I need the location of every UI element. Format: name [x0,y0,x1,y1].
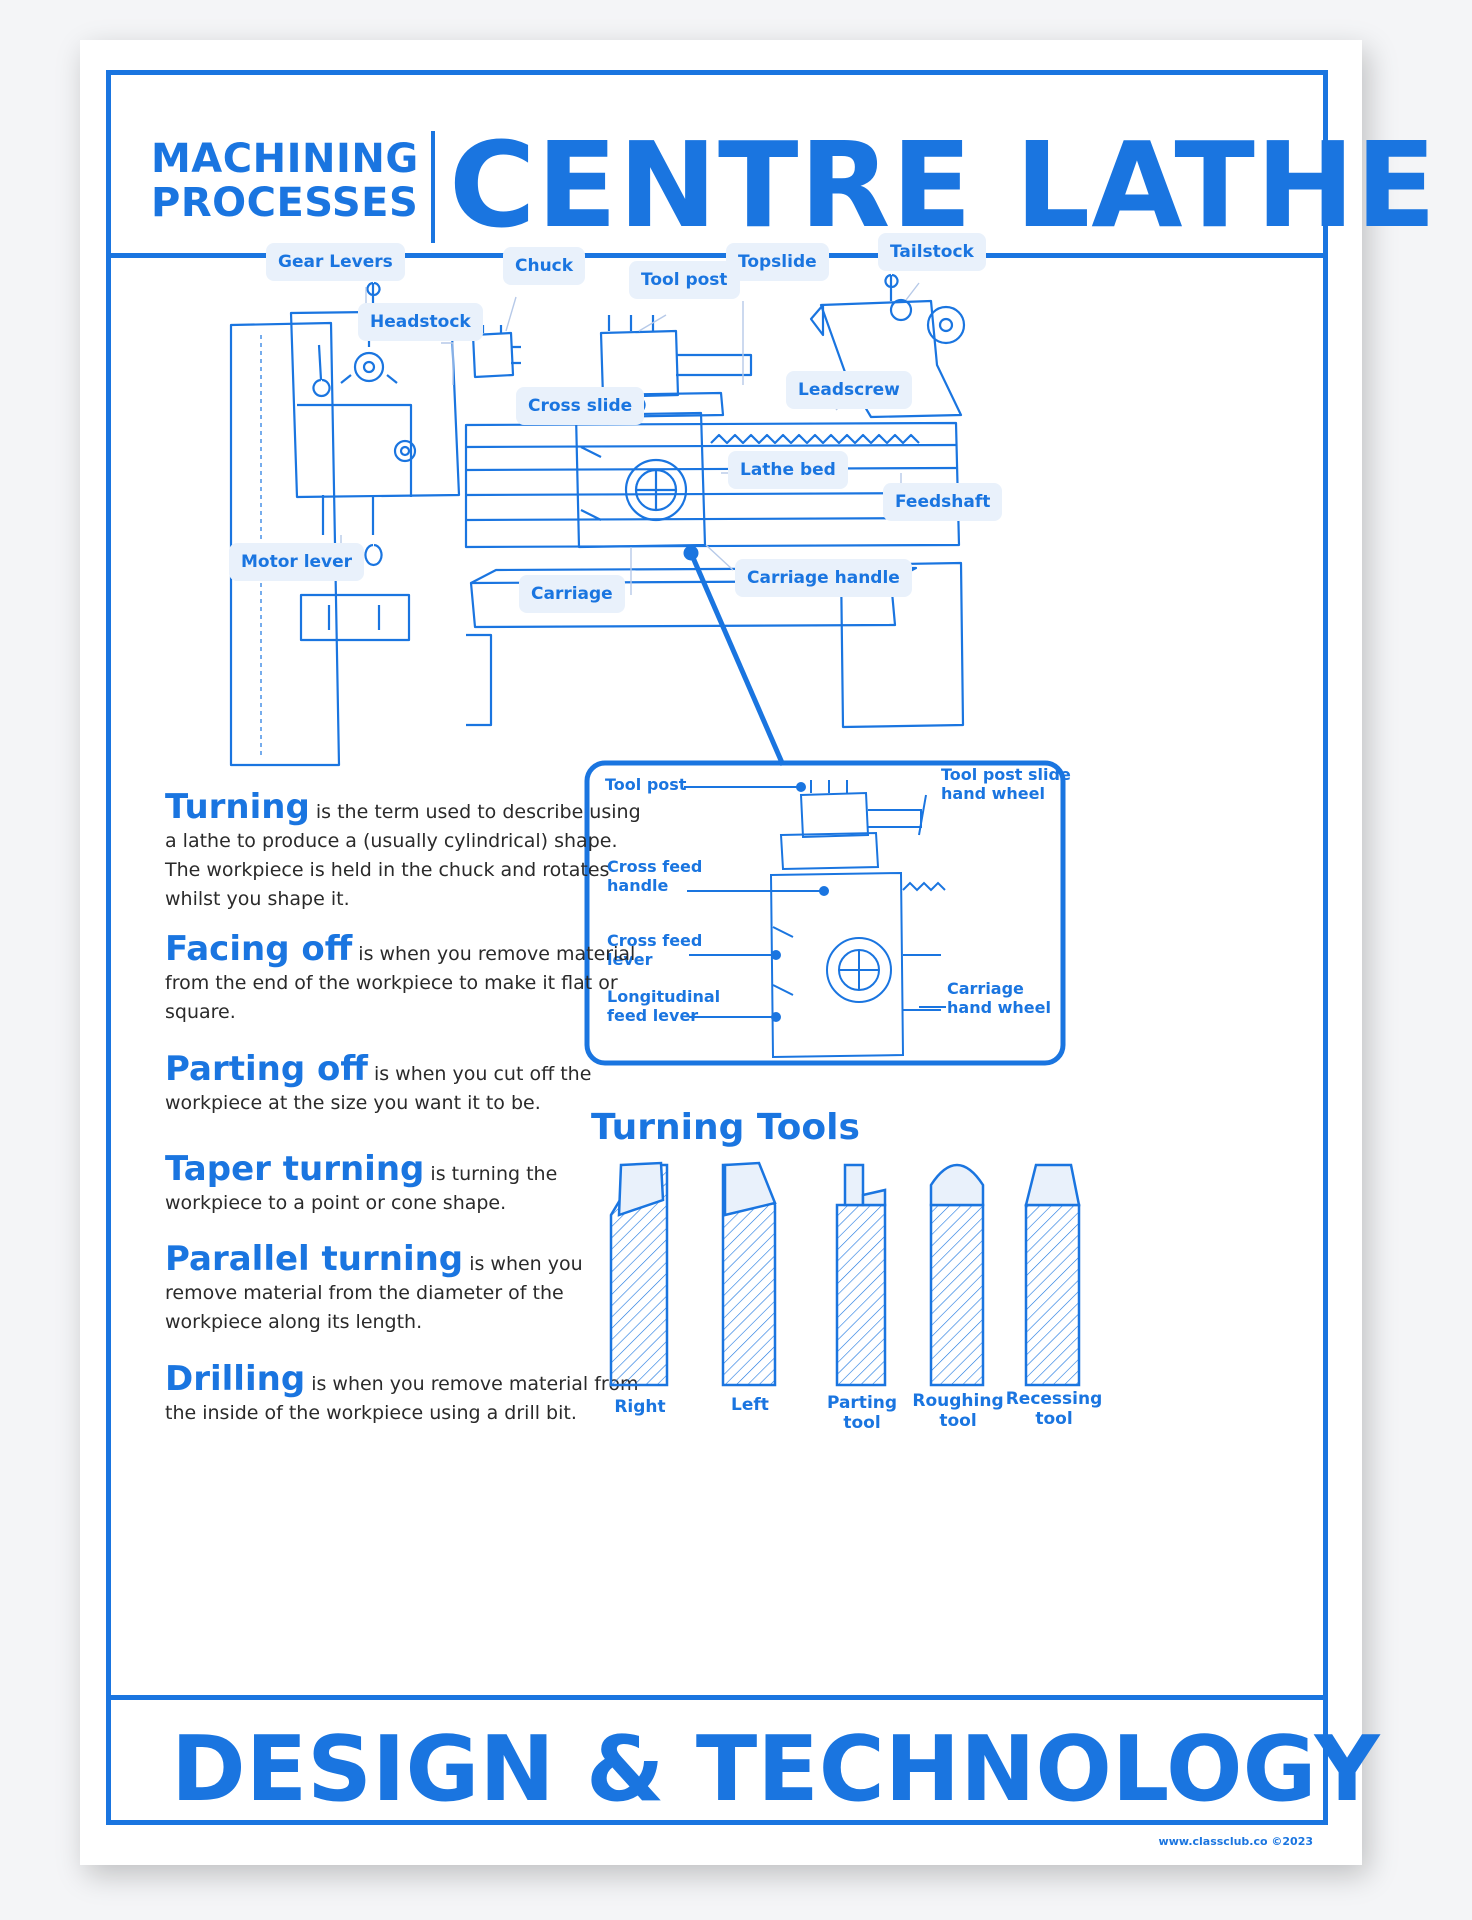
tool-roughing [929,1163,985,1387]
definition-drilling: Drilling is when you remove material fro… [165,1359,639,1424]
definition-parallel-turning: Parallel turning is when you remove mate… [165,1239,583,1333]
tool-label-parting: Parting tool [826,1393,898,1433]
label-lathe-bed: Lathe bed [728,451,848,489]
detail-tool-post-slide: Tool post slide hand wheel [941,765,1071,803]
footer-credit: www.classclub.co ©2023 [1158,1835,1313,1848]
detail-tool-post: Tool post [605,775,687,794]
footer-divider [111,1695,1323,1700]
detail-longitudinal-feed-lever: Longitudinal feed lever [607,987,721,1025]
footer-title: DESIGN & TECHNOLOGY [171,1717,1380,1822]
tool-right [609,1161,669,1387]
label-topslide: Topslide [726,243,829,281]
tool-parting [835,1163,887,1387]
label-cross-slide: Cross slide [516,387,645,425]
detail-carriage-hand-wheel: Carriage hand wheel [947,979,1051,1017]
detail-cross-feed-lever: Cross feed lever [607,931,703,969]
definition-taper-turning: Taper turning is turning the workpiece t… [165,1149,558,1214]
tool-label-roughing: Roughing tool [912,1391,1004,1431]
label-tailstock: Tailstock [878,233,986,271]
subtitle-line-2: PROCESSES [151,180,419,226]
poster-frame: MACHINING PROCESSES CENTRE LATHE [106,70,1436,1848]
label-leadscrew: Leadscrew [786,371,912,409]
tool-label-right: Right [614,1397,666,1417]
turning-tools-illustration [609,1161,1081,1387]
lathe-chuck [471,331,515,379]
header-subtitle: MACHINING PROCESSES [151,137,419,225]
label-chuck: Chuck [503,247,586,285]
label-motor-lever: Motor lever [229,543,365,581]
label-headstock: Headstock [358,303,483,341]
label-feedshaft: Feedshaft [883,483,1003,521]
label-tool-post: Tool post [629,261,740,299]
lathe-cabinet [229,321,341,767]
lathe-carriage [574,411,707,549]
detail-box [584,760,1066,1066]
definition-turning: Turning is the term used to describe usi… [165,787,641,910]
tool-left [721,1161,777,1387]
definition-parting-off: Parting off is when you cut off the work… [165,1049,592,1114]
tool-label-left: Left [731,1395,769,1415]
poster-sheet: MACHINING PROCESSES CENTRE LATHE [80,40,1436,1865]
detail-cross-feed-handle: Cross feed handle [607,857,703,895]
title-separator [431,131,435,243]
subtitle-line-1: MACHINING [151,136,419,182]
page-title: CENTRE LATHE [449,116,1438,254]
label-carriage: Carriage [519,575,625,613]
label-gear-levers: Gear Levers [266,243,405,281]
tool-recessing [1024,1163,1081,1387]
tool-label-recessing: Recessing tool [1005,1389,1103,1429]
turning-tools-title: Turning Tools [591,1107,860,1148]
lathe-bed [464,421,961,549]
label-carriage-handle: Carriage handle [735,559,912,597]
definition-facing-off: Facing off is when you remove material f… [165,929,636,1023]
header-divider [111,253,1323,258]
